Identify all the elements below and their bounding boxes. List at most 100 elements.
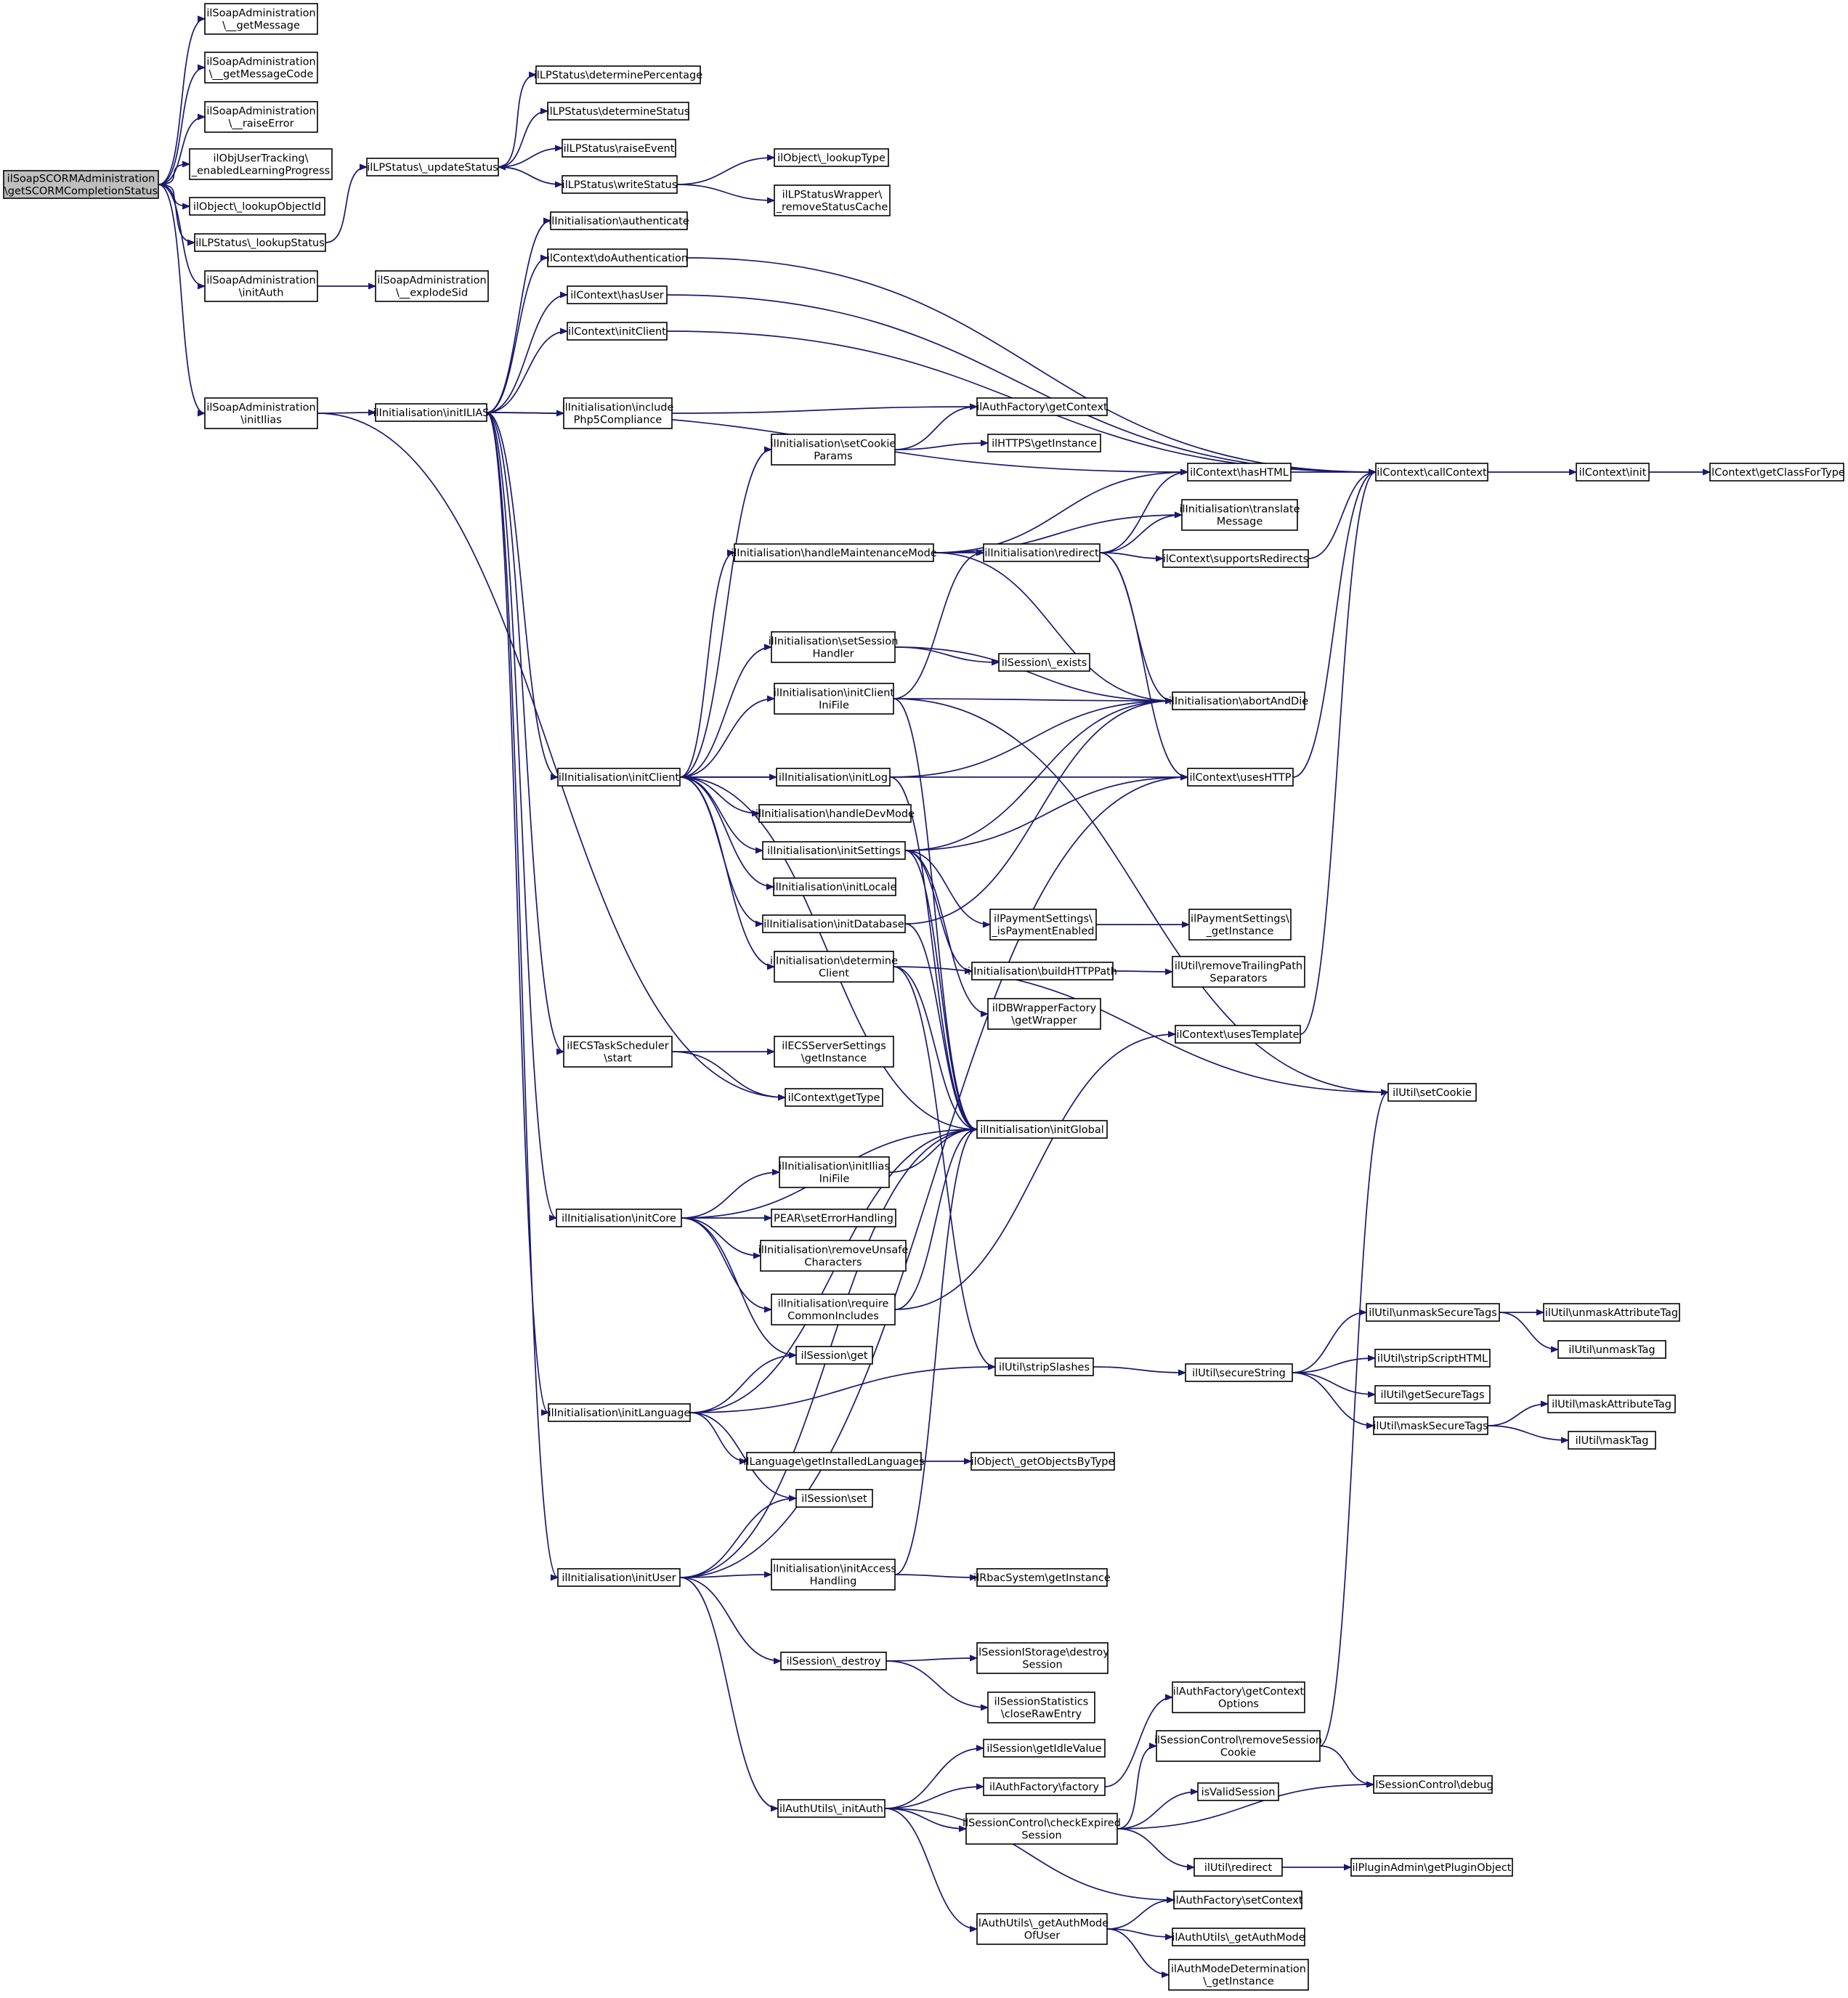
- function-node[interactable]: ilContext\init: [1576, 463, 1650, 482]
- function-node[interactable]: ilLPStatus\determinePercentage: [534, 65, 702, 84]
- function-node[interactable]: ilInitialisation\initUser: [557, 1568, 681, 1587]
- function-node[interactable]: ilSoapAdministration\__getMessageCode: [204, 52, 318, 84]
- function-node[interactable]: ilSoapAdministration\initIlias: [204, 397, 318, 429]
- function-node[interactable]: ilObject\_getObjectsByType: [970, 1452, 1115, 1471]
- function-node[interactable]: ilInitialisation\handleMaintenanceMode: [731, 543, 937, 562]
- function-node[interactable]: ilAuthFactory\setContext: [1173, 1891, 1303, 1909]
- function-node[interactable]: ilUtil\stripScriptHTML: [1374, 1349, 1491, 1368]
- function-node[interactable]: ilContext\supportsRedirects: [1162, 549, 1309, 568]
- function-node[interactable]: PEAR\setErrorHandling: [771, 1209, 896, 1227]
- function-node[interactable]: ilUtil\unmaskAttributeTag: [1543, 1303, 1680, 1322]
- function-node[interactable]: ilLanguage\getInstalledLanguages: [743, 1452, 925, 1471]
- function-node[interactable]: ilInitialisation\initGlobal: [976, 1120, 1108, 1139]
- function-node[interactable]: ilSoapAdministration\__getMessage: [204, 3, 318, 35]
- function-node[interactable]: ilSessionControl\debug: [1372, 1775, 1494, 1794]
- function-node[interactable]: ilSession\set: [795, 1489, 873, 1508]
- function-node[interactable]: ilUtil\maskTag: [1568, 1431, 1656, 1450]
- function-node[interactable]: ilContext\hasHTML: [1187, 463, 1292, 482]
- function-node[interactable]: ilLPStatus\_updateStatus: [366, 158, 499, 176]
- function-node[interactable]: ilPaymentSettings\_getInstance: [1188, 909, 1292, 941]
- function-node[interactable]: ilUtil\maskAttributeTag: [1547, 1394, 1676, 1413]
- function-node[interactable]: ilHTTPS\getInstance: [987, 434, 1101, 452]
- root-node[interactable]: ilSoapSCORMAdministration\getSCORMComple…: [3, 170, 159, 199]
- function-node[interactable]: ilLPStatus\_lookupStatus: [194, 233, 326, 252]
- function-node[interactable]: ilAuthFactory\factory: [983, 1777, 1106, 1796]
- function-node[interactable]: ilSoapAdministration\initAuth: [204, 270, 318, 302]
- function-node[interactable]: ilUtil\unmaskTag: [1557, 1340, 1666, 1359]
- function-node[interactable]: ilContext\getClassForType: [1709, 463, 1845, 482]
- function-node[interactable]: ilInitialisation\authenticate: [548, 211, 689, 230]
- function-node[interactable]: ilInitialisation\initLog: [776, 768, 891, 787]
- function-node[interactable]: ilUtil\unmaskSecureTags: [1366, 1303, 1500, 1322]
- function-node[interactable]: ilUtil\getSecureTags: [1374, 1385, 1491, 1404]
- function-node[interactable]: ilSession\get: [795, 1346, 873, 1365]
- function-node[interactable]: ilRbacSystem\getInstance: [973, 1568, 1111, 1587]
- function-node[interactable]: isValidSession: [1197, 1782, 1279, 1801]
- function-node[interactable]: ilInitialisation\abortAndDie: [1169, 691, 1308, 710]
- function-node[interactable]: ilContext\callContext: [1375, 463, 1488, 482]
- function-node[interactable]: ilInitialisation\initLocale: [773, 877, 897, 896]
- function-node[interactable]: ilECSTaskScheduler\start: [563, 1036, 673, 1068]
- function-node[interactable]: ilInitialisation\initLanguage: [548, 1403, 691, 1422]
- function-node[interactable]: ilUtil\redirect: [1194, 1858, 1283, 1877]
- function-node[interactable]: ilContext\initClient: [567, 322, 668, 341]
- call-edge: [686, 257, 1376, 472]
- function-node[interactable]: ilLPStatus\determineStatus: [547, 102, 690, 121]
- node-box: [550, 211, 688, 230]
- function-node[interactable]: ilContext\hasUser: [567, 285, 668, 304]
- function-node[interactable]: ilContext\usesTemplate: [1175, 1025, 1301, 1044]
- function-node[interactable]: ilSession\getIdleValue: [983, 1739, 1106, 1758]
- function-node[interactable]: ilInitialisation\initSettings: [762, 841, 906, 860]
- function-node[interactable]: ilInitialisation\initClient: [557, 768, 681, 787]
- function-node[interactable]: ilInitialisation\handleDevMode: [755, 804, 915, 823]
- function-node[interactable]: ilAuthUtils\_initAuth: [777, 1799, 885, 1818]
- function-node[interactable]: ilSessionStatistics\closeRawEntry: [987, 1692, 1095, 1723]
- function-node[interactable]: ilAuthFactory\getContext: [976, 397, 1108, 416]
- function-node[interactable]: ilSoapAdministration\__raiseError: [204, 101, 318, 133]
- function-node[interactable]: ilContext\doAuthentication: [547, 248, 688, 267]
- node-label: ilAuthModeDetermination: [1171, 1964, 1306, 1975]
- function-node[interactable]: ilLPStatus\raiseEvent: [562, 139, 676, 158]
- function-node[interactable]: ilUtil\setCookie: [1387, 1083, 1477, 1102]
- function-node[interactable]: ilObject\_lookupType: [774, 148, 889, 167]
- function-node[interactable]: ilInitialisation\initDatabase: [762, 914, 906, 933]
- function-node[interactable]: ilSession\_exists: [998, 653, 1090, 672]
- function-node[interactable]: ilPluginAdmin\getPluginObject: [1350, 1858, 1513, 1877]
- function-node[interactable]: ilLPStatus\writeStatus: [562, 175, 678, 194]
- function-node[interactable]: ilAuthUtils\_getAuthMode: [1172, 1928, 1305, 1946]
- function-node[interactable]: ilAuthModeDetermination\_getInstance: [1168, 1959, 1309, 1991]
- function-node[interactable]: ilInitialisation\initCore: [556, 1209, 682, 1227]
- function-node[interactable]: ilUtil\secureString: [1185, 1363, 1293, 1382]
- function-node[interactable]: ilUtil\maskSecureTags: [1373, 1416, 1488, 1435]
- function-node[interactable]: ilLPStatusWrapper\_removeStatusCache: [774, 184, 891, 216]
- function-node[interactable]: ilDBWrapperFactory\getWrapper: [987, 998, 1101, 1030]
- function-node[interactable]: ilContext\usesHTTP: [1187, 768, 1294, 787]
- function-node[interactable]: ilObjUserTracking\_enabledLearningProgre…: [189, 148, 333, 180]
- function-node[interactable]: ilObject\_lookupObjectId: [189, 197, 325, 216]
- function-node[interactable]: ilSoapAdministration\__explodeSid: [375, 270, 489, 302]
- function-node[interactable]: ilSession\_destroy: [780, 1652, 887, 1670]
- function-node[interactable]: ilPaymentSettings\_isPaymentEnabled: [989, 909, 1097, 941]
- function-node[interactable]: ilUtil\stripSlashes: [994, 1357, 1094, 1376]
- function-node[interactable]: ilInitialisation\buildHTTPPath: [968, 962, 1117, 980]
- function-node[interactable]: ilInitialisation\redirect: [983, 543, 1101, 562]
- function-node[interactable]: ilECSServerSettings\getInstance: [774, 1036, 894, 1068]
- function-node[interactable]: ilInitialisation\initILIAS: [373, 403, 490, 422]
- function-node[interactable]: ilContext\getType: [785, 1088, 883, 1107]
